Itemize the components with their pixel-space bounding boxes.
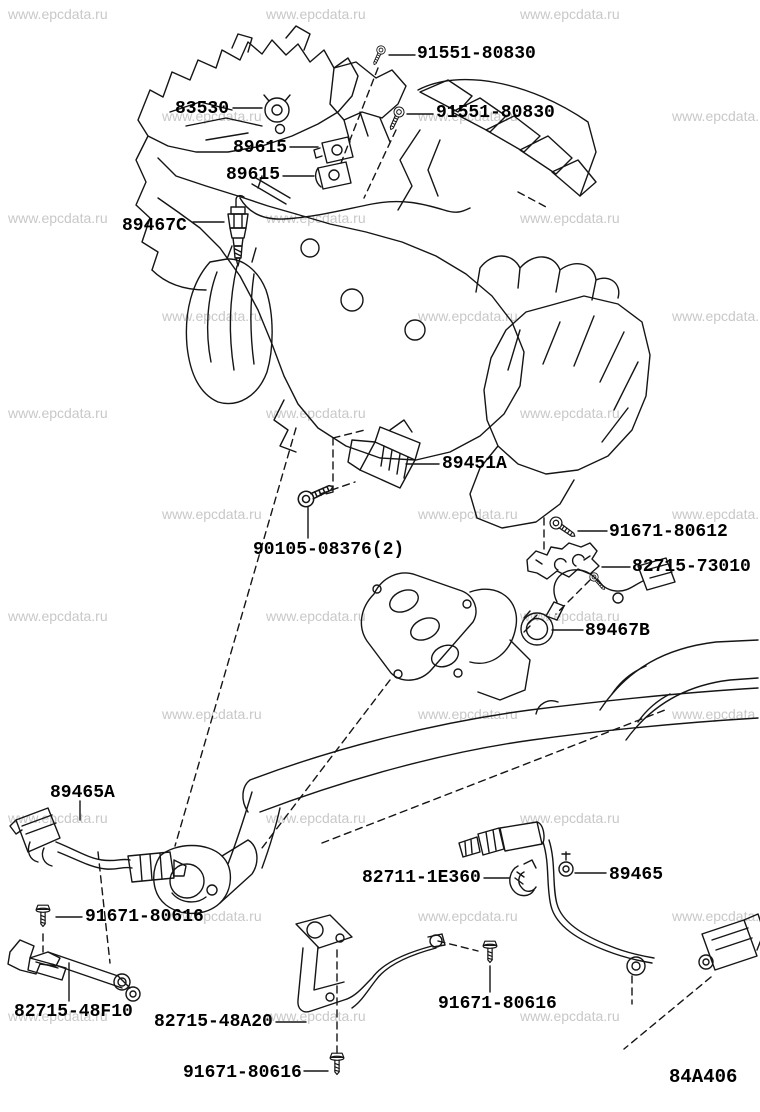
callout-82715-48F10: 82715-48F10 bbox=[14, 1002, 133, 1022]
watermark-text: www.epcdata.ru bbox=[266, 1008, 366, 1024]
watermark-text: www.epcdata.ru bbox=[8, 6, 108, 22]
exhaust-pipe-art bbox=[227, 639, 759, 869]
figure-code: 84A406 bbox=[669, 1066, 738, 1088]
bolt-91671-80616-middle bbox=[482, 940, 498, 964]
watermark-text: www.epcdata.ru bbox=[520, 210, 620, 226]
callout-90105-08376: 90105-08376(2) bbox=[253, 540, 405, 560]
bolt-91671-80616-bottom bbox=[329, 1052, 345, 1076]
watermark-text: www.epcdata.ru bbox=[418, 908, 518, 924]
callout-91671-80612: 91671-80612 bbox=[609, 522, 728, 542]
watermark-text: www.epcdata.ru bbox=[520, 608, 620, 624]
watermark-text: www.epcdata.ru bbox=[672, 308, 760, 324]
bolt-91551-80830-b bbox=[385, 104, 407, 133]
watermark-text: www.epcdata.ru bbox=[162, 506, 262, 522]
callout-82711-1E360: 82711-1E360 bbox=[362, 868, 481, 888]
watermark-text: www.epcdata.ru bbox=[162, 706, 262, 722]
callout-83530: 83530 bbox=[175, 99, 230, 119]
callout-91671-80616-a: 91671-80616 bbox=[85, 907, 204, 927]
knock-sensor-83530 bbox=[263, 94, 291, 135]
watermark-text: www.epcdata.ru bbox=[520, 405, 620, 421]
watermark-text: www.epcdata.ru bbox=[8, 608, 108, 624]
watermark-text: www.epcdata.ru bbox=[8, 210, 108, 226]
watermark-text: www.epcdata.ru bbox=[418, 108, 518, 124]
sensor-89615-b bbox=[314, 161, 352, 190]
callout-91671-80616-b: 91671-80616 bbox=[438, 994, 557, 1014]
exhaust-manifold-gasket-art bbox=[360, 572, 531, 701]
watermark-text: www.epcdata.ru bbox=[418, 308, 518, 324]
bracket-82715-48F10 bbox=[7, 939, 141, 1002]
bracket-82715-48A20 bbox=[295, 914, 446, 1013]
watermark-text: www.epcdata.ru bbox=[672, 506, 760, 522]
leader-lines bbox=[55, 54, 631, 1072]
callout-91551-80830-b: 91551-80830 bbox=[436, 103, 555, 123]
callout-89615-b: 89615 bbox=[226, 165, 281, 185]
callout-89467C: 89467C bbox=[122, 216, 187, 236]
callout-89615-a: 89615 bbox=[233, 138, 288, 158]
watermark-text: www.epcdata.ru bbox=[266, 608, 366, 624]
callout-91671-80616-c: 91671-80616 bbox=[183, 1063, 302, 1083]
callout-89465A: 89465A bbox=[50, 783, 115, 803]
watermark-text: www.epcdata.ru bbox=[672, 908, 760, 924]
sensor-89615-a bbox=[313, 136, 354, 164]
watermark-text: www.epcdata.ru bbox=[8, 405, 108, 421]
callout-89467B: 89467B bbox=[585, 621, 650, 641]
bracket-82715-73010 bbox=[526, 542, 609, 593]
sensor-89451A bbox=[347, 419, 421, 489]
oxygen-sensor-89467B bbox=[520, 557, 676, 646]
bolt-91551-80830-a bbox=[369, 43, 388, 67]
dashed-reference-lines bbox=[42, 67, 712, 1057]
callout-89465: 89465 bbox=[609, 865, 664, 885]
watermark-text: www.epcdata.ru bbox=[162, 908, 262, 924]
engine-assembly-art bbox=[135, 25, 651, 529]
watermark-text: www.epcdata.ru bbox=[418, 506, 518, 522]
oxygen-sensor-89467C bbox=[227, 194, 471, 267]
catalytic-converter-art bbox=[185, 245, 273, 405]
callout-82715-73010: 82715-73010 bbox=[632, 557, 751, 577]
callout-82715-48A20: 82715-48A20 bbox=[154, 1012, 273, 1032]
callout-91551-80830-a: 91551-80830 bbox=[417, 44, 536, 64]
bolt-90105-08376 bbox=[294, 478, 337, 511]
watermark-text: www.epcdata.ru bbox=[266, 210, 366, 226]
watermark-text: www.epcdata.ru bbox=[520, 1008, 620, 1024]
bolt-91671-80616-left bbox=[35, 904, 51, 928]
clamp-82711-1E360 bbox=[509, 859, 537, 897]
callout-89451A: 89451A bbox=[442, 454, 507, 474]
watermark-text: www.epcdata.ru bbox=[520, 6, 620, 22]
watermark-text: www.epcdata.ru bbox=[266, 405, 366, 421]
oxygen-sensor-89465 bbox=[458, 821, 760, 976]
watermark-text: www.epcdata.ru bbox=[672, 108, 760, 124]
exhaust-flange-art bbox=[153, 839, 258, 915]
watermark-text: www.epcdata.ru bbox=[418, 706, 518, 722]
oxygen-sensor-89465A bbox=[9, 807, 187, 883]
watermark-text: www.epcdata.ru bbox=[672, 706, 760, 722]
watermark-text: www.epcdata.ru bbox=[520, 810, 620, 826]
watermark-text: www.epcdata.ru bbox=[266, 6, 366, 22]
bolt-91671-80612 bbox=[547, 514, 579, 542]
watermark-text: www.epcdata.ru bbox=[266, 810, 366, 826]
watermark-text: www.epcdata.ru bbox=[8, 1008, 108, 1024]
